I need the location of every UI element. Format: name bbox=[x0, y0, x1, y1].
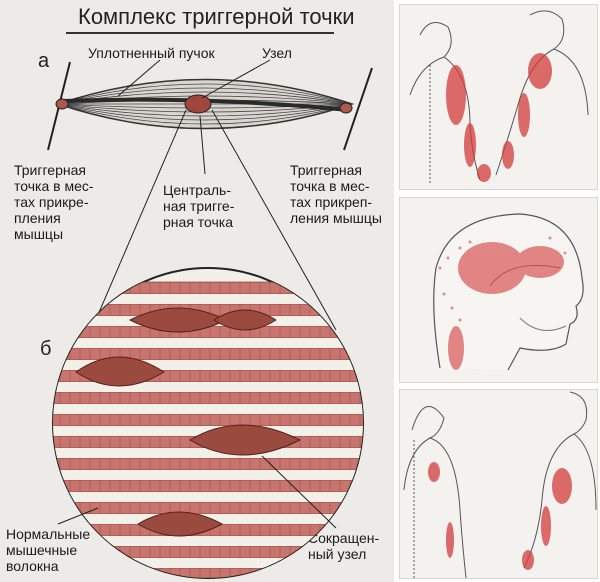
magnified-fibers bbox=[52, 267, 364, 579]
zoom-line-right bbox=[211, 109, 337, 331]
label-a: а bbox=[38, 50, 50, 72]
panel-head-neck-referral bbox=[399, 197, 598, 383]
central-node bbox=[184, 94, 212, 114]
figure-back-front bbox=[403, 391, 597, 579]
label-dense-bundle: Уплотненный пучок bbox=[88, 45, 215, 61]
label-node: Узел bbox=[262, 45, 292, 61]
diagram-title: Комплекс триггерной точки bbox=[78, 4, 355, 29]
leader-node bbox=[201, 59, 271, 99]
figure-head bbox=[433, 213, 584, 371]
panel-shoulder-arm-referral bbox=[399, 389, 598, 579]
contracted-knots bbox=[75, 307, 302, 537]
zoom-line-left bbox=[87, 109, 187, 339]
pain-zones bbox=[446, 53, 552, 182]
pain-zones bbox=[448, 242, 564, 370]
panel-back-arm-referral bbox=[399, 4, 598, 190]
label-normal-fibers: Нормальные мышечные волокна bbox=[6, 526, 91, 574]
label-tp-attach-right: Триггерная точка в мес- тах прикреп- лен… bbox=[290, 162, 382, 226]
left-attachment-tp bbox=[55, 98, 69, 110]
right-attachment-tp bbox=[339, 102, 353, 114]
pain-zones bbox=[428, 462, 572, 570]
leader-central-tp bbox=[199, 115, 206, 175]
right-tendon-line bbox=[343, 67, 373, 151]
leader-dense-bundle bbox=[117, 59, 161, 97]
label-contracted-node: Сокращен- ный узел bbox=[308, 530, 380, 562]
label-b: б bbox=[40, 338, 52, 360]
figure-shoulder-arm bbox=[409, 10, 589, 185]
leader-normal-fibers bbox=[57, 507, 99, 525]
title-underline bbox=[66, 32, 334, 34]
label-tp-attach-left: Триггерная точка в мес- тах прикре- плен… bbox=[14, 162, 94, 242]
leader-contracted-node bbox=[261, 455, 337, 529]
label-central-tp: Централь- ная тригге- рная точка bbox=[163, 182, 235, 230]
